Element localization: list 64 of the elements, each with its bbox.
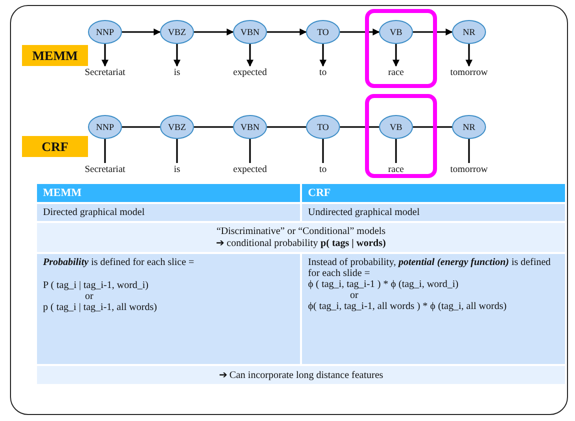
word-label: Secretariat — [79, 66, 131, 80]
cell-text: or — [84, 291, 94, 302]
highlight-frame — [365, 94, 437, 178]
tag-ellipse: NR — [452, 115, 486, 139]
arrow — [320, 44, 326, 67]
tag-ellipse: VBZ — [160, 20, 194, 44]
tag-ellipse: NNP — [88, 20, 122, 44]
cell-text: Probability is defined for each slice = — [43, 257, 196, 268]
tag-ellipse: VBN — [233, 20, 267, 44]
word-label: expected — [224, 163, 276, 177]
column-header: CRF — [308, 187, 332, 199]
cell-text: p ( tag_i | tag_i-1, all words) — [43, 302, 158, 313]
arrow — [413, 28, 453, 36]
word-label: is — [151, 163, 203, 177]
highlight-frame — [365, 9, 437, 88]
connector-line — [176, 139, 178, 163]
word-label: race — [370, 66, 422, 80]
word-label: to — [297, 66, 349, 80]
word-label: Secretariat — [79, 163, 131, 177]
connector-line — [413, 126, 452, 128]
arrow — [194, 28, 234, 36]
arrow — [246, 44, 254, 67]
connector-line — [395, 139, 397, 163]
arrow — [392, 44, 400, 67]
cell-text: ϕ ( tag_i, tag_i-1 ) * ϕ (tag_i, word_i) — [308, 279, 460, 290]
cell-text: P ( tag_i | tag_i-1, word_i) — [43, 280, 150, 291]
column-header: MEMM — [43, 187, 82, 199]
tag-ellipse: VB — [379, 20, 413, 44]
connector-line — [468, 139, 470, 163]
tag-ellipse: VBN — [233, 115, 267, 139]
connector-line — [267, 126, 306, 128]
connector-line — [104, 139, 106, 163]
cell-text: ➔ conditional probability p( tags | words) — [215, 237, 387, 249]
tag-ellipse: NR — [452, 20, 486, 44]
arrow — [267, 28, 307, 36]
cell-text: ➔ Can incorporate long distance features — [218, 369, 384, 381]
cell-text: or — [349, 290, 360, 301]
connector-line — [122, 126, 160, 128]
tag-ellipse: NNP — [88, 115, 122, 139]
connector-line — [322, 139, 324, 163]
cell-text: Undirected graphical model — [308, 207, 421, 218]
tag-ellipse: TO — [306, 115, 340, 139]
word-label: tomorrow — [443, 66, 495, 80]
connector-line — [340, 126, 379, 128]
model-label: MEMM — [22, 45, 88, 66]
arrow — [174, 44, 180, 67]
arrow — [340, 28, 380, 36]
cell-text: ϕ( tag_i, tag_i-1, all words ) * ϕ (tag_i, all words) — [308, 301, 508, 312]
arrow — [122, 28, 161, 36]
cell-text: Directed graphical model — [43, 207, 146, 218]
model-label: CRF — [22, 136, 88, 157]
tag-ellipse: VBZ — [160, 115, 194, 139]
word-label: is — [151, 66, 203, 80]
tag-ellipse: VB — [379, 115, 413, 139]
cell-text: “Discriminative” or “Conditional” models — [215, 226, 387, 237]
word-label: expected — [224, 66, 276, 80]
word-label: tomorrow — [443, 163, 495, 177]
connector-line — [249, 139, 251, 163]
word-label: to — [297, 163, 349, 177]
connector-line — [194, 126, 233, 128]
word-label: race — [370, 163, 422, 177]
arrow — [102, 44, 108, 67]
arrow — [466, 44, 472, 67]
tag-ellipse: TO — [306, 20, 340, 44]
